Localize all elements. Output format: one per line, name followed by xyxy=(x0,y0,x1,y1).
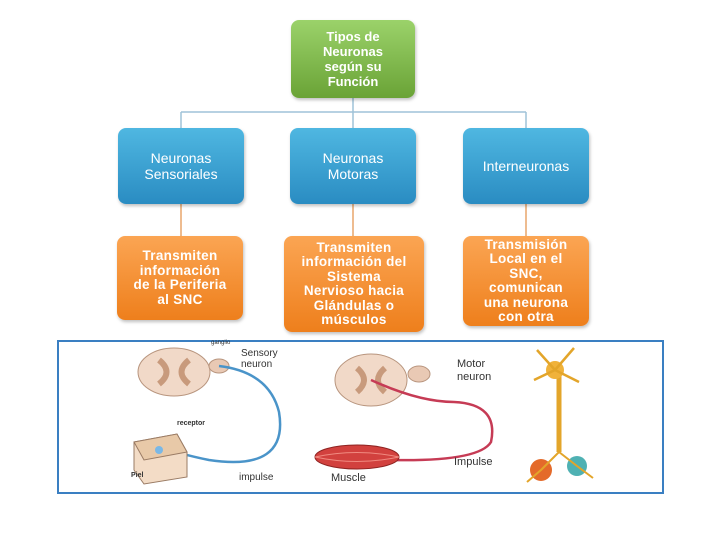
description-sensoriales: Transmiten información de la Periferia a… xyxy=(117,236,243,320)
muscle-label: Muscle xyxy=(331,472,366,484)
ganglion-label: ganglio xyxy=(211,340,231,346)
impulse-label-sensory: impulse xyxy=(239,472,274,483)
sensory-axon xyxy=(158,364,282,464)
neuron-illustration xyxy=(133,347,594,485)
description-interneuronas: Transmisión Local en el SNC, comunican u… xyxy=(463,236,589,326)
spinal-cord-sensory xyxy=(137,347,230,397)
neuron-illustration-panel: Sensory neuron ganglio receptor Piel imp… xyxy=(57,340,664,494)
skin-label: Piel xyxy=(131,472,144,479)
category-interneuronas: Interneuronas xyxy=(463,128,589,204)
sensory-neuron-label: Sensory neuron xyxy=(241,348,278,370)
category-sensoriales: Neuronas Sensoriales xyxy=(118,128,244,204)
impulse-label-motor: Impulse xyxy=(454,456,493,468)
motor-neuron-label: Motor neuron xyxy=(457,358,492,383)
interneuron xyxy=(526,347,594,483)
motor-axon xyxy=(370,378,494,462)
muscle xyxy=(314,444,400,470)
description-motoras: Transmiten información del Sistema Nervi… xyxy=(284,236,424,332)
spinal-cord-motor xyxy=(334,353,431,407)
skin-block xyxy=(133,433,188,485)
receptor-label: receptor xyxy=(177,420,206,427)
root-node: Tipos de Neuronas según su Función xyxy=(291,20,415,98)
category-motoras: Neuronas Motoras xyxy=(290,128,416,204)
